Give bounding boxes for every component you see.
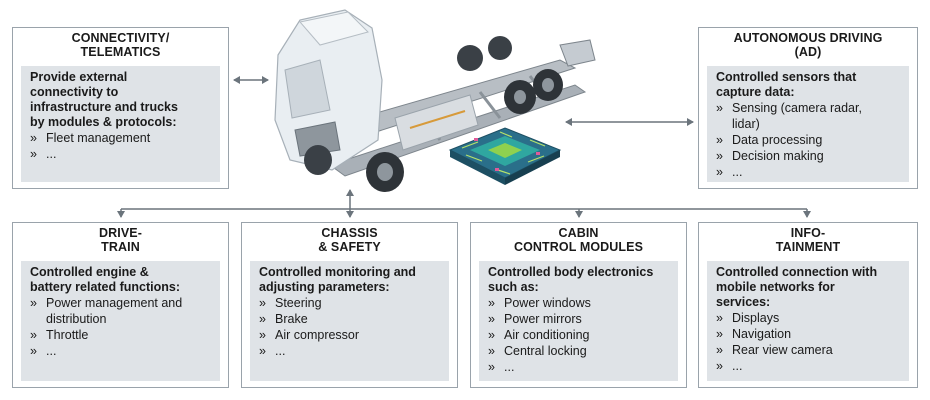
box-panel: Provide external connectivity to infrast… (21, 66, 220, 182)
list-item: Brake (259, 311, 441, 327)
list-item: Power management and distribution (30, 295, 212, 327)
box-title: INFO- TAINMENT (775, 226, 841, 254)
box-title: CABIN CONTROL MODULES (513, 226, 644, 254)
box-chassis-safety: CHASSIS & SAFETY Controlled monitoring a… (241, 222, 458, 388)
box-heading: Controlled monitoring and adjusting para… (259, 265, 416, 294)
box-heading: Controlled engine & battery related func… (30, 265, 181, 294)
item-list: Steering Brake Air compressor ... (259, 295, 441, 359)
box-infotainment: INFO- TAINMENT Controlled connection wit… (698, 222, 918, 388)
item-list: Power windows Power mirrors Air conditio… (488, 295, 670, 375)
box-panel: Controlled connection with mobile networ… (707, 261, 909, 381)
box-heading: Provide external connectivity to infrast… (30, 70, 178, 129)
box-drivetrain: DRIVE- TRAIN Controlled engine & battery… (12, 222, 229, 388)
box-title: CONNECTIVITY/ TELEMATICS (71, 31, 170, 59)
list-item: ... (716, 164, 901, 180)
list-item: Power windows (488, 295, 670, 311)
box-heading: Controlled sensors that capture data: (716, 70, 857, 99)
box-cabin-control-modules: CABIN CONTROL MODULES Controlled body el… (470, 222, 687, 388)
box-heading: Controlled body electronics such as: (488, 265, 654, 294)
list-item: ... (259, 343, 441, 359)
list-item: ... (30, 146, 212, 162)
box-title: DRIVE- TRAIN (99, 226, 142, 254)
list-item: Rear view camera (716, 342, 901, 358)
box-heading: Controlled connection with mobile networ… (716, 265, 878, 309)
list-item: ... (30, 343, 212, 359)
box-autonomous-driving: AUTONOMOUS DRIVING (AD) Controlled senso… (698, 27, 918, 189)
list-item: ... (488, 359, 670, 375)
list-item: Navigation (716, 326, 901, 342)
list-item: Decision making (716, 148, 901, 164)
box-panel: Controlled body electronics such as: Pow… (479, 261, 678, 381)
list-item: Fleet management (30, 130, 212, 146)
box-title: CHASSIS & SAFETY (318, 226, 381, 254)
item-list: Displays Navigation Rear view camera ... (716, 310, 901, 374)
box-panel: Controlled sensors that capture data: Se… (707, 66, 909, 182)
list-item: Throttle (30, 327, 212, 343)
list-item: Air compressor (259, 327, 441, 343)
list-item: Data processing (716, 132, 901, 148)
box-title: AUTONOMOUS DRIVING (AD) (733, 31, 883, 59)
list-item: Central locking (488, 343, 670, 359)
item-list: Power management and distribution Thrott… (30, 295, 212, 359)
box-panel: Controlled monitoring and adjusting para… (250, 261, 449, 381)
item-list: Fleet management ... (30, 130, 212, 162)
item-list: Sensing (camera radar, lidar) Data proce… (716, 100, 901, 180)
list-item: Sensing (camera radar, lidar) (716, 100, 901, 132)
list-item: Power mirrors (488, 311, 670, 327)
box-connectivity: CONNECTIVITY/ TELEMATICS Provide externa… (12, 27, 229, 189)
list-item: Air conditioning (488, 327, 670, 343)
list-item: ... (716, 358, 901, 374)
list-item: Displays (716, 310, 901, 326)
list-item: Steering (259, 295, 441, 311)
box-panel: Controlled engine & battery related func… (21, 261, 220, 381)
